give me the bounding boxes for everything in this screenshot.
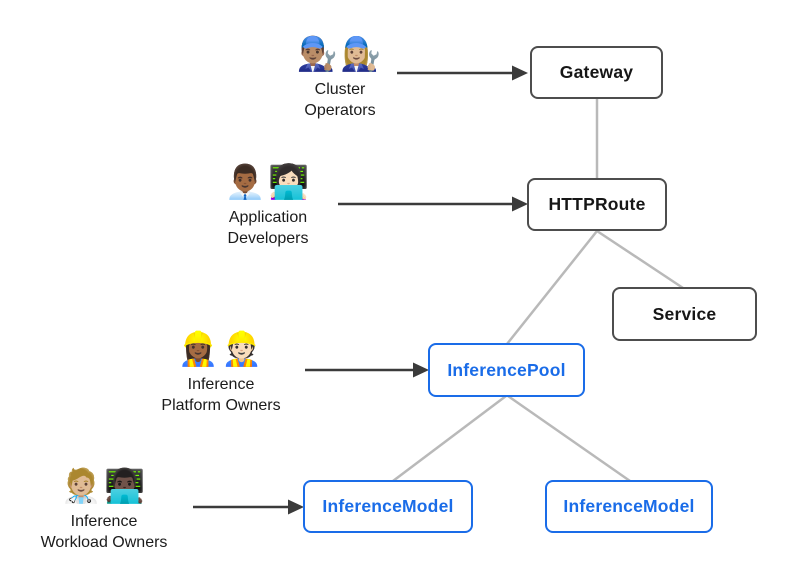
health-worker-technologist-emojis-icon: 🧑🏼‍⚕️👨🏿‍💻 <box>60 467 148 504</box>
arrowhead-inferencemodel <box>288 499 304 515</box>
node-service: Service <box>612 287 757 341</box>
actor-label-line: Platform Owners <box>161 397 281 414</box>
actor-inference-platform-owners: 👷🏾‍♀️👷🏻 Inference Platform Owners <box>121 327 321 416</box>
node-httproute-label: HTTPRoute <box>548 194 646 214</box>
node-httproute: HTTPRoute <box>527 178 667 231</box>
actor-application-developers-label: Application Developers <box>228 207 309 249</box>
actor-label-line: Application <box>228 209 308 226</box>
actor-cluster-operators-label: Cluster Operators <box>304 79 375 121</box>
actor-inference-platform-owners-label: Inference Platform Owners <box>161 374 280 416</box>
actor-label-line: Cluster <box>314 81 366 98</box>
actor-application-developers: 👨🏾‍💼👩🏻‍💻 Application Developers <box>168 160 368 249</box>
edge-inferencepool-inferencemodel-right <box>507 394 631 483</box>
actor-label-line: Inference <box>187 376 255 393</box>
actor-label-line: Developers <box>227 230 309 247</box>
actor-label-line: Workload Owners <box>40 534 168 551</box>
node-gateway: Gateway <box>530 46 663 99</box>
node-service-label: Service <box>652 303 717 324</box>
actor-label-line: Inference <box>70 513 138 530</box>
actor-label-line: Operators <box>304 102 376 119</box>
node-inferencemodel-left-label: InferenceModel <box>322 496 454 516</box>
node-inferencepool: InferencePool <box>428 343 585 397</box>
construction-worker-emojis-icon: 👷🏾‍♀️👷🏻 <box>177 330 265 367</box>
node-inferencepool-label: InferencePool <box>447 359 566 380</box>
arrowhead-inferencepool <box>413 362 429 378</box>
actor-inference-workload-owners: 🧑🏼‍⚕️👨🏿‍💻 Inference Workload Owners <box>4 464 204 553</box>
edge-httproute-inferencepool <box>506 230 598 345</box>
node-inferencemodel-right-label: InferenceModel <box>563 496 695 516</box>
node-inferencemodel-right: InferenceModel <box>545 480 713 533</box>
actor-inference-workload-owners-label: Inference Workload Owners <box>41 511 168 553</box>
mechanic-emojis-icon: 👨🏽‍🔧👩🏼‍🔧 <box>296 35 384 72</box>
node-inferencemodel-left: InferenceModel <box>303 480 473 533</box>
arrowhead-gateway <box>512 65 528 81</box>
edge-inferencepool-inferencemodel-left <box>392 395 507 482</box>
edge-httproute-service <box>596 229 684 290</box>
node-gateway-label: Gateway <box>559 62 634 82</box>
developer-emojis-icon: 👨🏾‍💼👩🏻‍💻 <box>224 163 312 200</box>
arrowhead-httproute <box>512 196 528 212</box>
actor-cluster-operators: 👨🏽‍🔧👩🏼‍🔧 Cluster Operators <box>240 32 440 121</box>
